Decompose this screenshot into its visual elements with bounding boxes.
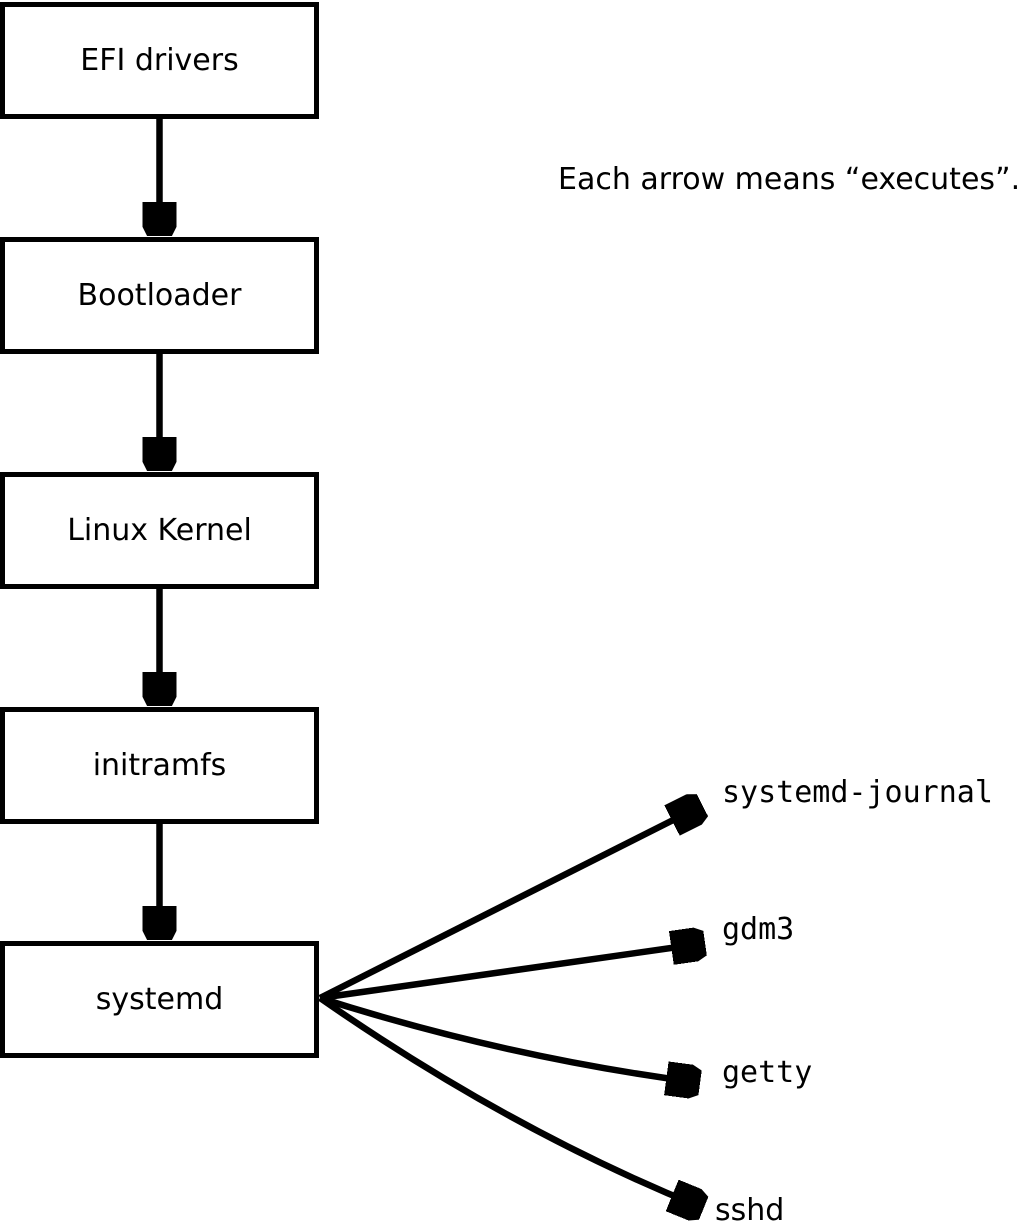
caption: Each arrow means “executes”. [558, 162, 1021, 197]
box-initramfs: initramfs [0, 707, 319, 824]
arrow-systemd-to-gdm3 [319, 944, 699, 1002]
process-label-getty: getty [722, 1055, 813, 1090]
box-linux-kernel-label: Linux Kernel [67, 512, 252, 548]
process-label-sshd: sshd [715, 1193, 785, 1228]
box-systemd: systemd [0, 941, 319, 1058]
arrow-systemd-to-sshd [318, 995, 698, 1206]
box-efi-drivers: EFI drivers [0, 2, 319, 119]
process-label-systemd-journal: systemd-journal [722, 775, 993, 810]
arrow-systemd-to-getty [319, 994, 694, 1082]
process-label-gdm3: gdm3 [722, 912, 795, 947]
box-efi-drivers-label: EFI drivers [80, 42, 239, 78]
box-systemd-label: systemd [95, 981, 224, 1017]
box-bootloader-label: Bootloader [77, 277, 242, 313]
box-linux-kernel: Linux Kernel [0, 472, 319, 589]
box-initramfs-label: initramfs [92, 747, 227, 783]
arrow-systemd-to-systemd-journal [318, 808, 697, 1001]
box-bootloader: Bootloader [0, 237, 319, 354]
